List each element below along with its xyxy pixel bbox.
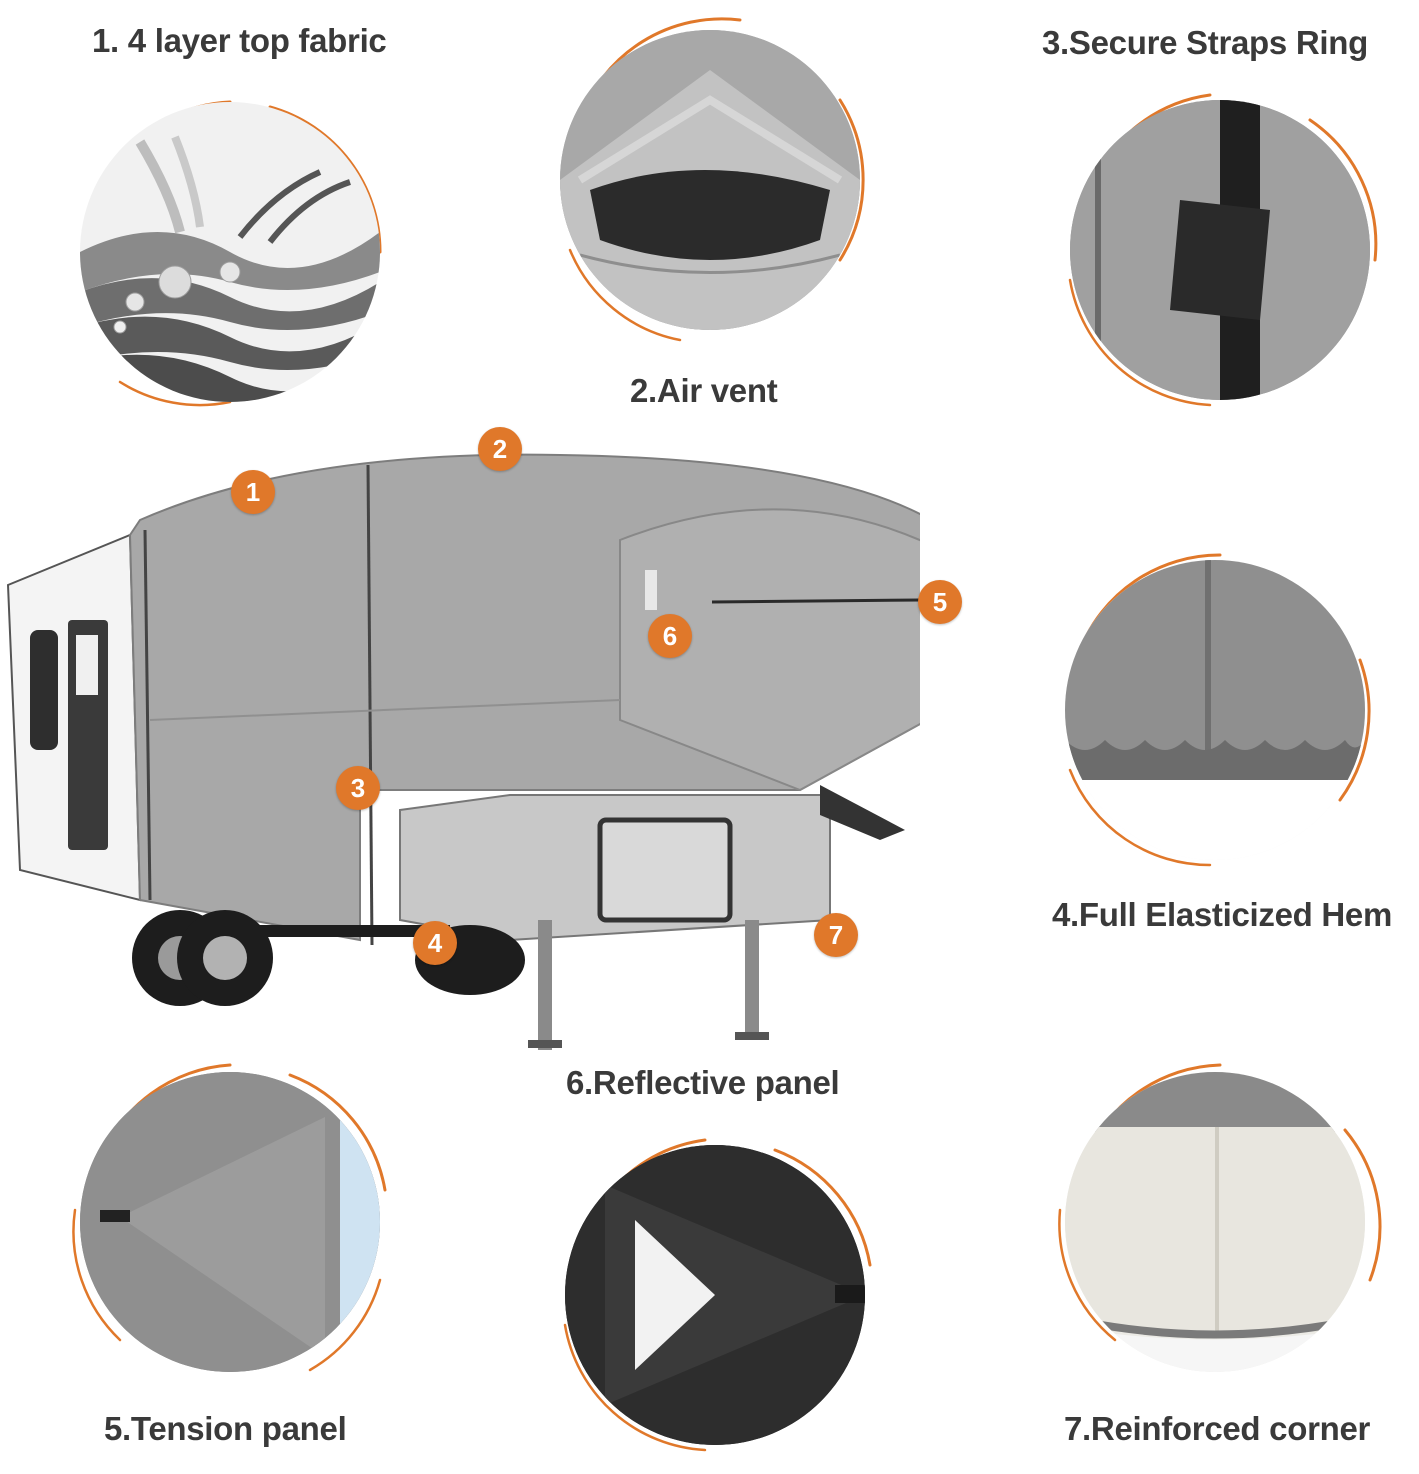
marker-2: 2 — [478, 427, 522, 471]
caption-tension-panel: 5.Tension panel — [104, 1410, 347, 1447]
tension-panel-image — [80, 1072, 380, 1372]
caption-top-fabric: 1. 4 layer top fabric — [92, 22, 387, 59]
caption-reinforced-corner: 7.Reinforced corner — [1064, 1410, 1371, 1447]
marker-7: 7 — [814, 913, 858, 957]
caption-secure-straps-ring: 3.Secure Straps Ring — [1042, 24, 1368, 61]
caption-air-vent: 2.Air vent — [630, 372, 778, 409]
air-vent-image — [560, 30, 860, 330]
feature-reinforced-corner — [1045, 1050, 1385, 1400]
feature-elasticized-hem — [1040, 540, 1390, 880]
strap-ring-image — [1070, 100, 1370, 400]
feature-top-fabric — [60, 82, 400, 422]
covered-trailer-illustration — [6, 453, 920, 1050]
marker-1: 1 — [231, 470, 275, 514]
marker-6: 6 — [648, 614, 692, 658]
reinforced-corner-image — [1065, 1072, 1365, 1372]
marker-5: 5 — [918, 580, 962, 624]
feature-secure-straps-ring — [1050, 80, 1390, 420]
feature-reflective-panel — [545, 1125, 885, 1465]
feature-air-vent — [540, 10, 880, 350]
hem-image — [1065, 560, 1365, 860]
caption-elasticized-hem: 4.Full Elasticized Hem — [1052, 896, 1393, 933]
fabric-layers-image — [80, 102, 380, 402]
caption-reflective-panel: 6.Reflective panel — [566, 1064, 840, 1101]
feature-tension-panel — [60, 1050, 400, 1400]
marker-4: 4 — [413, 921, 457, 965]
marker-3: 3 — [336, 766, 380, 810]
reflective-panel-image — [565, 1145, 865, 1445]
